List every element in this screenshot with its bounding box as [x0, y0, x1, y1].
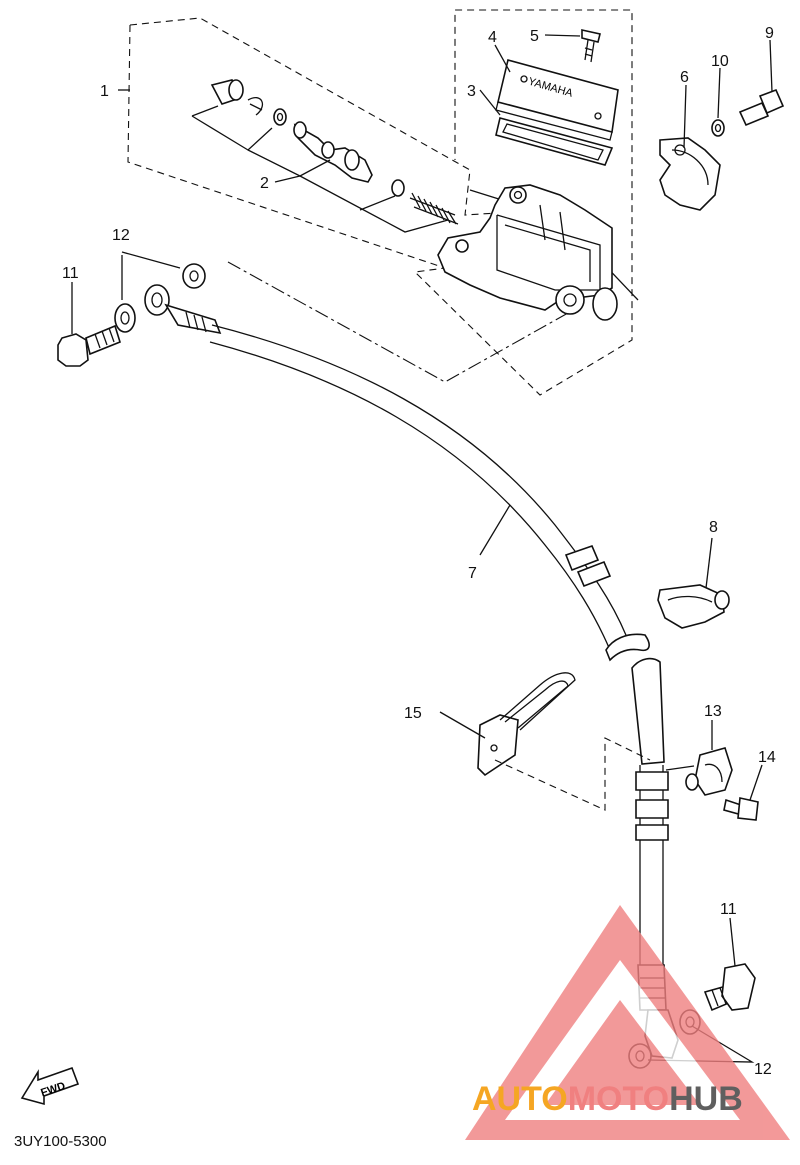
callout-11-lower: 11: [720, 901, 737, 918]
banjo-upper: [144, 284, 222, 335]
callout-11-upper: 11: [62, 265, 79, 282]
brake-hose-upper: [209, 324, 650, 662]
callout-6: 6: [680, 69, 689, 86]
watermark-hub: HUB: [669, 1080, 743, 1118]
holder-washer: [711, 119, 725, 137]
callout-7: 7: [468, 565, 477, 582]
bracket-outline: [494, 737, 651, 811]
hose-bracket: [477, 672, 576, 777]
callout-5: 5: [530, 28, 539, 45]
callout-labels: 1 2 3 4 5 6 7 8 9 10 11 11 12 12 13 14 1…: [62, 25, 776, 1078]
callout-4: 4: [488, 29, 497, 46]
fwd-arrow-icon: FWD: [20, 1066, 80, 1106]
callout-8: 8: [709, 519, 718, 536]
watermark-moto: MOTO: [568, 1080, 669, 1118]
washer-upper-a: [114, 303, 136, 333]
callout-13: 13: [704, 703, 722, 720]
watermark-triangle-icon: [465, 905, 790, 1140]
master-cylinder-body: [437, 184, 618, 321]
cap-screw: [581, 29, 601, 63]
union-bolt-upper: [57, 324, 121, 367]
callout-10: 10: [711, 53, 729, 70]
union-bolt-lower: [703, 963, 756, 1012]
callout-12-lower: 12: [754, 1061, 772, 1078]
callout-15: 15: [404, 705, 422, 722]
washer-upper-b: [182, 263, 206, 289]
callout-9: 9: [765, 25, 774, 42]
hose-clamp: [657, 584, 730, 629]
piston-kit-leaders: [191, 105, 449, 233]
callout-2: 2: [260, 175, 269, 192]
callout-12-upper: 12: [112, 227, 130, 244]
guide-link: [665, 765, 695, 771]
guide-bolt: [723, 797, 759, 821]
hose-guide: [685, 747, 733, 796]
piston-kit: [210, 79, 459, 225]
diagram-code: 3UY100-5300: [14, 1133, 107, 1150]
callout-1: 1: [100, 83, 109, 100]
leader-12-upper-b: [121, 251, 181, 269]
holder-bolt: [738, 88, 785, 127]
callout-14: 14: [758, 749, 776, 766]
watermark-auto: AUTO: [472, 1080, 568, 1118]
reservoir-diaphragm: [495, 117, 614, 166]
watermark-text: AUTOMOTOHUB: [472, 1080, 743, 1118]
callout-3: 3: [467, 83, 476, 100]
reservoir-cap: YAMAHA: [495, 59, 619, 141]
watermark: AUTOMOTOHUB: [465, 905, 790, 1140]
holder: [659, 137, 721, 211]
